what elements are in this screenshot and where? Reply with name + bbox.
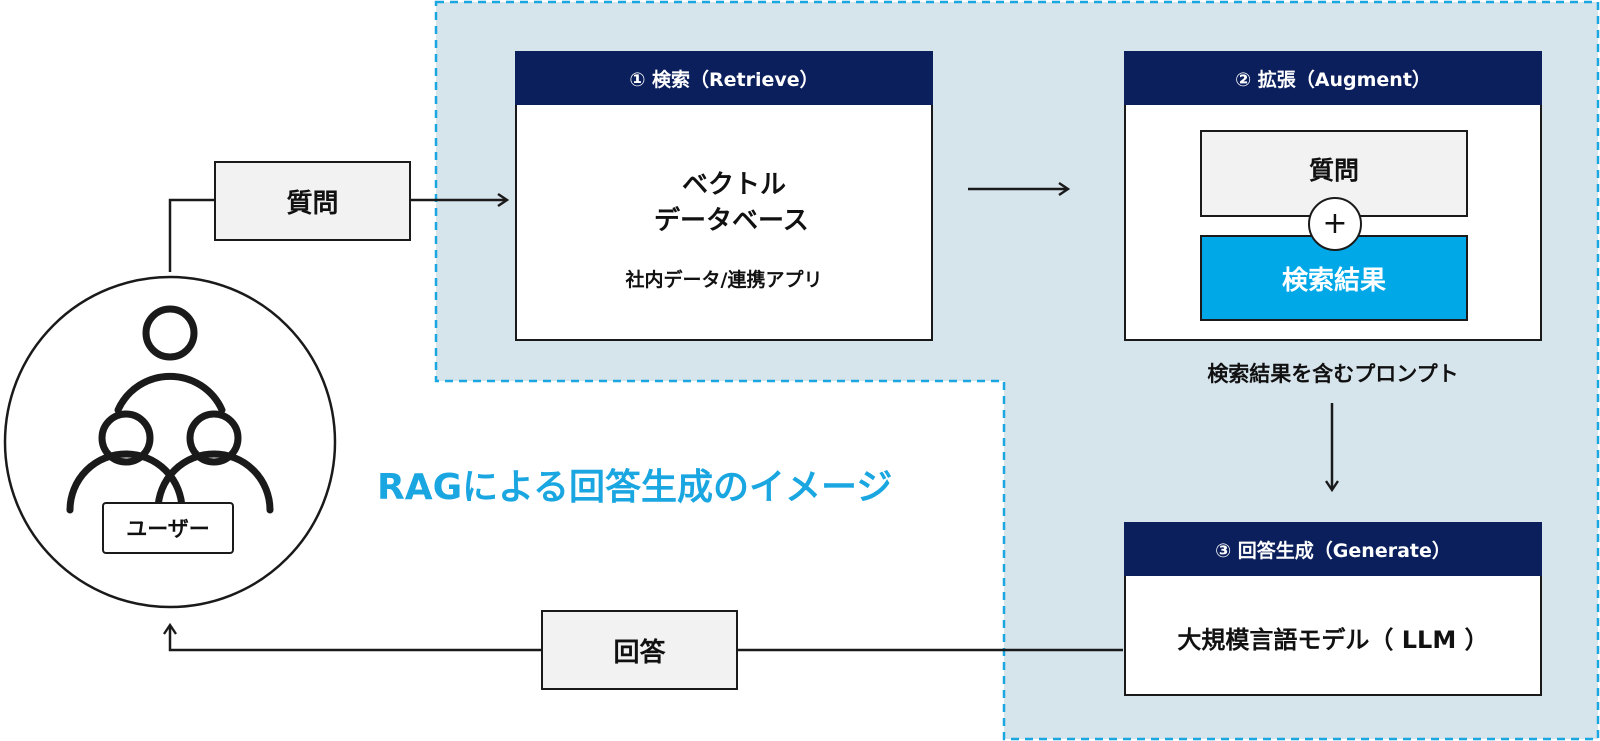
augment-search-results-label: 検索結果 <box>1281 265 1386 296</box>
answer-flow-box: 回答 <box>541 610 738 690</box>
diagram-title: RAGによる回答生成のイメージ <box>377 467 893 508</box>
augment-panel: ② 拡張（Augment） 質問 検索結果 + <box>1124 51 1542 341</box>
vector-db-line1: ベクトル <box>682 170 787 200</box>
generate-panel: ③ 回答生成（Generate） 大規模言語モデル（ LLM ） <box>1124 522 1542 696</box>
augment-caption: 検索結果を含むプロンプト <box>1207 362 1459 386</box>
plus-sign: + <box>1322 206 1348 241</box>
user-label-box: ユーザー <box>102 502 234 554</box>
user-circle <box>3 275 337 609</box>
retrieve-header: ① 検索（Retrieve） <box>515 51 933 105</box>
llm-label: 大規模言語モデル（ LLM ） <box>1177 625 1489 654</box>
user-label: ユーザー <box>126 517 210 541</box>
question-flow-line <box>168 198 214 272</box>
retrieve-panel: ① 検索（Retrieve） ベクトル データベース 社内データ/連携アプリ <box>515 51 933 341</box>
augment-header: ② 拡張（Augment） <box>1124 51 1542 105</box>
answer-flow-label: 回答 <box>613 637 666 668</box>
question-flow-box: 質問 <box>214 161 411 241</box>
retrieve-source: 社内データ/連携アプリ <box>625 269 823 291</box>
question-flow-label: 質問 <box>286 188 339 219</box>
vector-db-title: ベクトル データベース <box>654 167 874 239</box>
generate-header: ③ 回答生成（Generate） <box>1124 522 1542 576</box>
users-icon <box>66 305 274 514</box>
augment-question-label: 質問 <box>1308 155 1359 185</box>
plus-icon: + <box>1308 197 1362 251</box>
answer-flow-arrow <box>163 622 541 652</box>
vector-db-line2: データベース <box>654 206 809 236</box>
